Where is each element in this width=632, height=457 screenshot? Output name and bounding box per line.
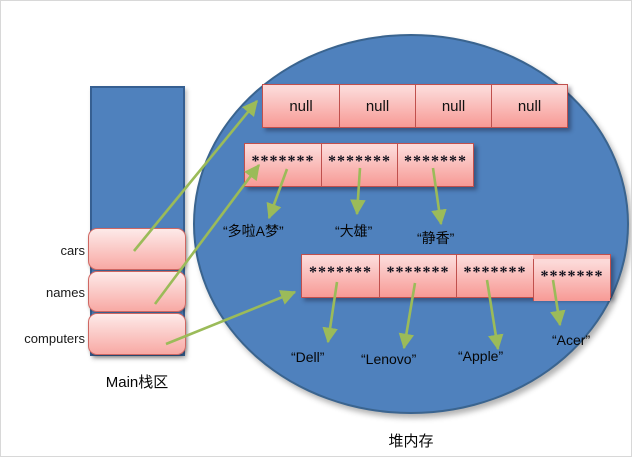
string-computer1: “Dell”	[291, 349, 325, 365]
stack-var-label-cars: cars	[60, 243, 85, 258]
cars-array: null null null null	[262, 84, 568, 128]
names-array: ******* ******* *******	[244, 143, 474, 187]
cars-array-cell-2: null	[415, 85, 491, 127]
computers-array-cell-3: *******	[533, 259, 610, 301]
string-name2: “大雄”	[335, 223, 373, 239]
cars-array-cell-1: null	[339, 85, 415, 127]
string-computer3: “Apple”	[458, 348, 504, 364]
computers-array-cell-0: *******	[302, 255, 379, 297]
heap-zone-label: 堆内存	[388, 433, 434, 450]
names-array-cell-1: *******	[321, 144, 397, 186]
string-computer4: “Acer”	[552, 332, 591, 348]
string-computer2: “Lenovo”	[361, 351, 417, 367]
stack-var-box-cars	[88, 228, 186, 270]
stack-var-label-names: names	[45, 285, 85, 300]
computers-array-cell-1: *******	[379, 255, 456, 297]
stack-var-box-names	[88, 271, 186, 312]
cars-array-cell-3: null	[491, 85, 567, 127]
names-array-cell-0: *******	[245, 144, 321, 186]
string-name1: “多啦A梦”	[223, 223, 284, 239]
computers-array-cell-2: *******	[456, 255, 533, 297]
stack-var-box-computers	[88, 313, 186, 355]
stack-zone-label: Main栈区	[105, 374, 169, 391]
computers-array: ******* ******* ******* *******	[301, 254, 611, 301]
cars-array-cell-0: null	[263, 85, 339, 127]
string-name3: “静香”	[417, 230, 455, 246]
stack-var-label-computers: computers	[24, 331, 85, 346]
names-array-cell-2: *******	[397, 144, 473, 186]
